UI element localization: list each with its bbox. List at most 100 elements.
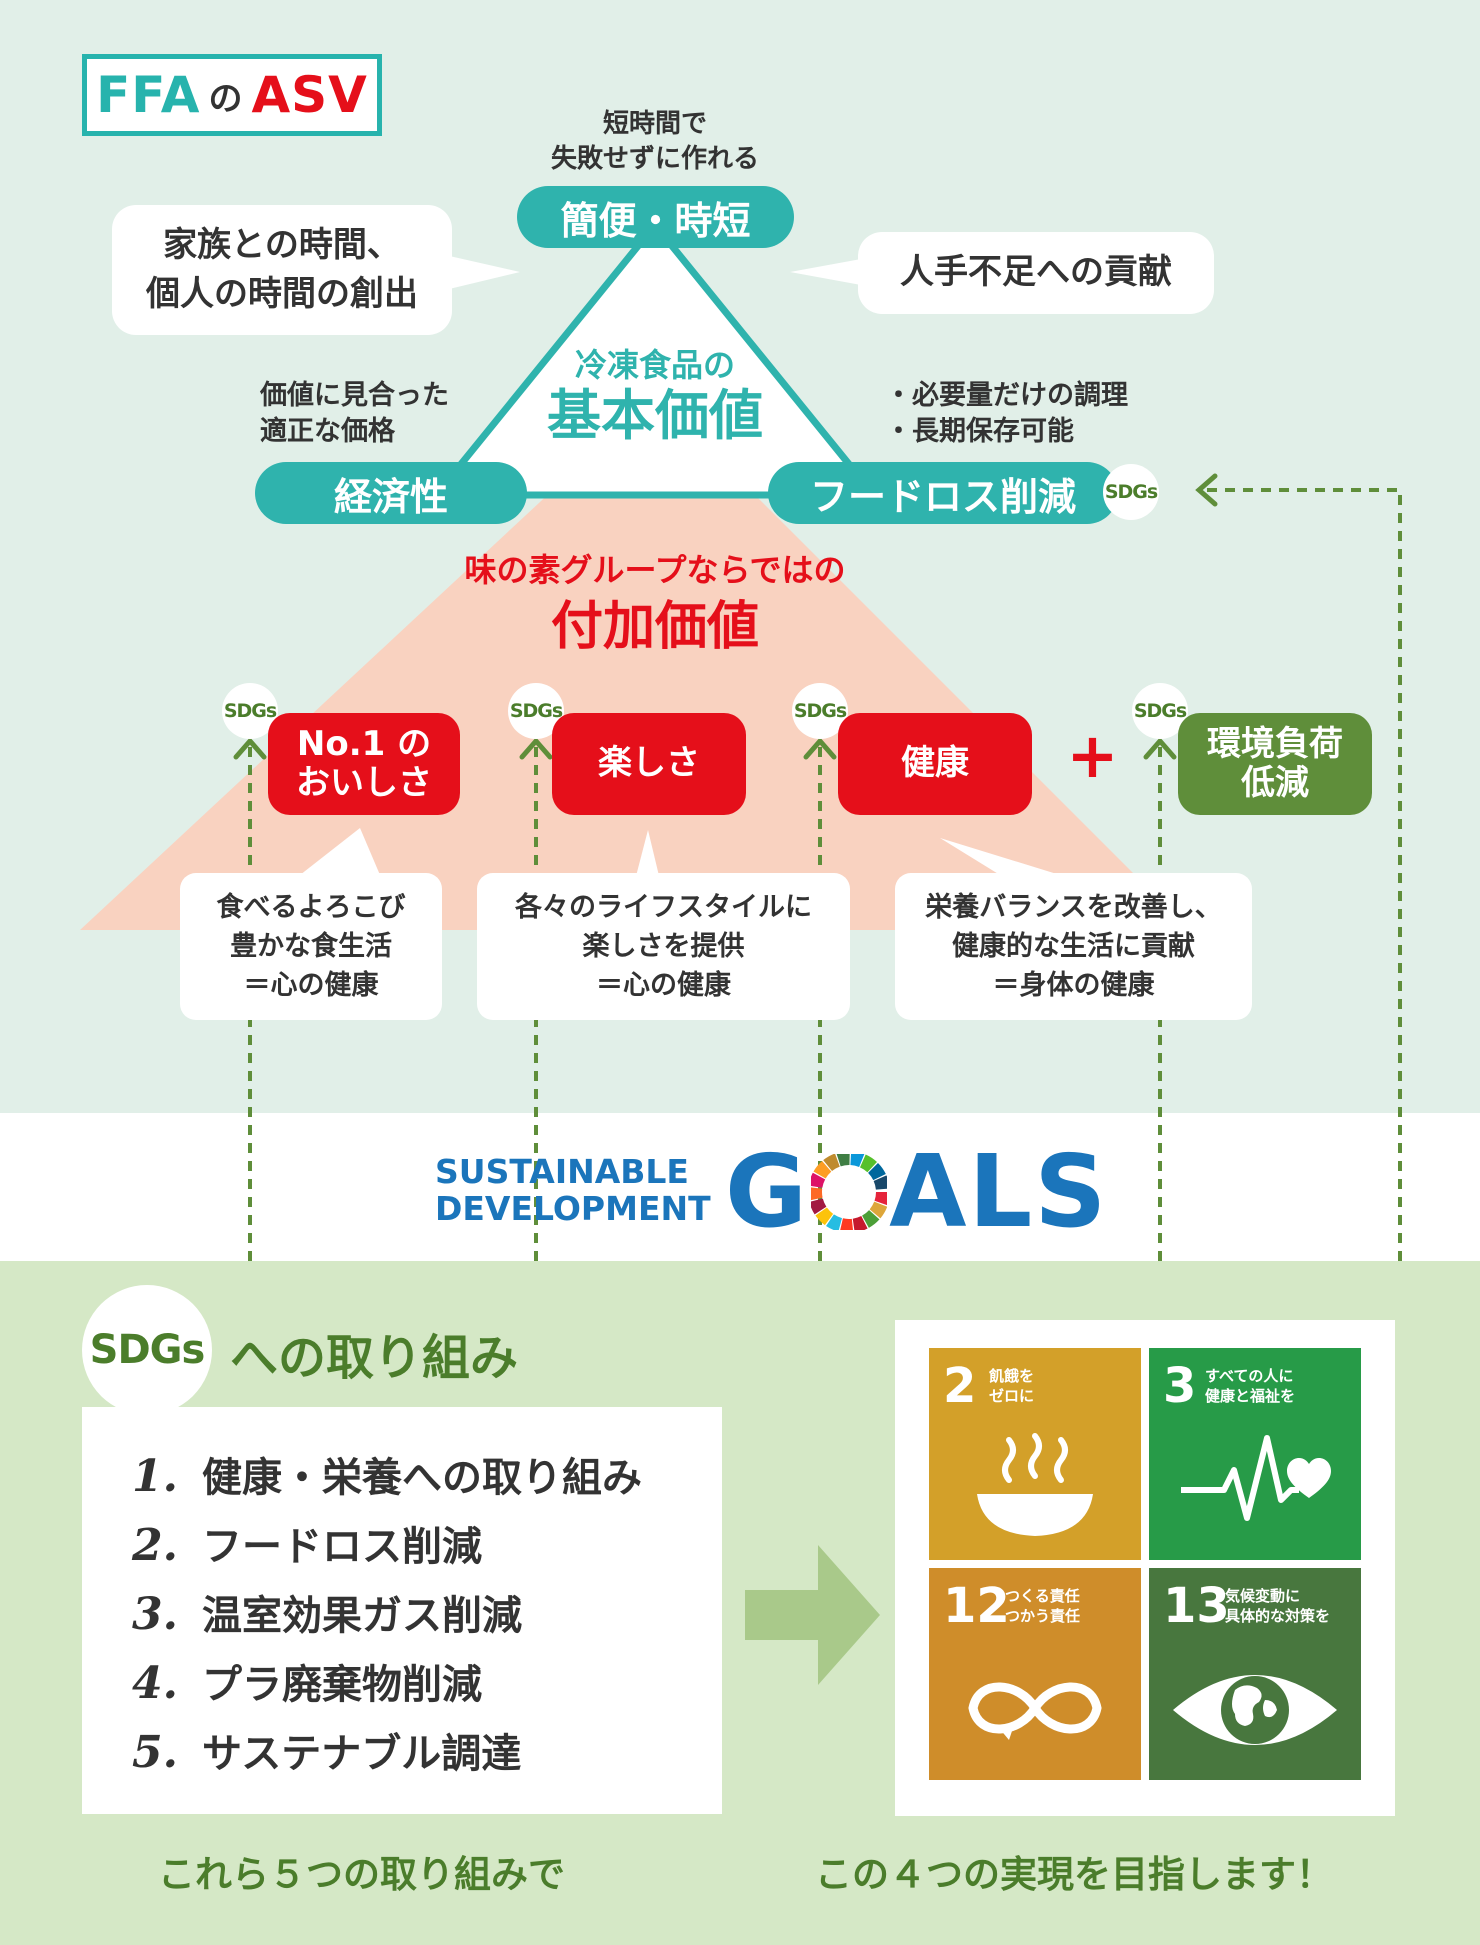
value-box-fun: 楽しさ xyxy=(552,713,746,815)
value-box-environment: 環境負荷 低減 xyxy=(1178,713,1372,815)
desc-health-line1: 栄養バランスを改善し、 xyxy=(925,891,1222,923)
sdgs-badge-food-loss: SDGs xyxy=(1103,464,1159,520)
sdg-tile-line2: 健康と福祉を xyxy=(1205,1387,1296,1406)
footer-right: この４つの実現を目指します！ xyxy=(815,1853,1333,1896)
sdg-tile-number: 2 xyxy=(943,1358,977,1414)
sdg-tile-line2: ゼロに xyxy=(989,1387,1035,1406)
desc-fun-line2: 楽しさを提供 xyxy=(582,930,745,962)
list-item: 2. フードロス削減 xyxy=(132,1514,482,1572)
bubble-tail-right xyxy=(790,257,872,287)
logo-goals-als: ALS xyxy=(889,1133,1109,1250)
list-item-number: 1. xyxy=(132,1451,178,1502)
list-item-text: 温室効果ガス削減 xyxy=(202,1593,522,1639)
desc-bubble-health: 栄養バランスを改善し、 健康的な生活に貢献 ＝身体の健康 xyxy=(895,873,1252,1020)
desc-taste-line1: 食べるよろこび xyxy=(216,891,406,923)
desc-health-line2: 健康的な生活に貢献 xyxy=(952,930,1195,962)
sdgs-heading: への取り組み xyxy=(230,1330,519,1386)
title-asv: ASV xyxy=(251,66,368,124)
bubble-labor: 人手不足への貢献 xyxy=(858,232,1214,314)
list-item-number: 4. xyxy=(132,1658,178,1709)
heartbeat-icon xyxy=(1181,1435,1331,1521)
triangle-line1: 冷凍食品の xyxy=(574,346,735,384)
value-box-taste: No.1 の おいしさ xyxy=(268,713,460,815)
logo-sustainable: SUSTAINABLE xyxy=(435,1152,689,1191)
list-item-number: 3. xyxy=(132,1589,178,1640)
list-item-text: フードロス削減 xyxy=(202,1524,482,1570)
right-note: ・必要量だけの調理 ・長期保存可能 xyxy=(885,378,1165,451)
title-ffa: FFA xyxy=(96,66,201,124)
triangle-label: 冷凍食品の 基本価値 xyxy=(520,340,790,445)
desc-tail-1 xyxy=(300,828,380,875)
top-note-line1: 短時間で xyxy=(602,109,707,139)
bowl-icon xyxy=(977,1433,1093,1536)
sdg-tile-line1: つくる責任 xyxy=(1005,1587,1080,1605)
sdg-tile-title: すべての人に 健康と福祉を xyxy=(1205,1366,1295,1407)
big-arrow xyxy=(745,1545,880,1685)
arrow-heads xyxy=(233,473,1218,760)
top-note-line2: 失敗せずに作れる xyxy=(550,144,759,175)
logo-development: DEVELOPMENT xyxy=(435,1189,711,1228)
sdg-tile-title: 気候変動に 具体的な対策を xyxy=(1225,1586,1330,1627)
logo-goals-word: G ALS xyxy=(725,1142,1108,1242)
desc-fun-line1: 各々のライフスタイルに xyxy=(515,891,812,923)
right-note-line1: ・必要量だけの調理 xyxy=(885,380,1128,411)
list-item: 1. 健康・栄養への取り組み xyxy=(132,1445,642,1503)
list-item: 3. 温室効果ガス削減 xyxy=(132,1583,522,1641)
desc-tail-2 xyxy=(635,830,660,880)
list-item-text: プラ廃棄物削減 xyxy=(202,1662,482,1708)
sdg-tile-line2: つかう責任 xyxy=(1005,1607,1081,1626)
sdg-tile-12: 12 つくる責任 つかう責任 xyxy=(929,1568,1141,1780)
sdg-tile-line1: 気候変動に xyxy=(1225,1587,1301,1605)
sdgs-heading-badge: SDGs xyxy=(82,1285,212,1415)
value-taste-line1: No.1 の xyxy=(296,723,432,764)
value-box-health: 健康 xyxy=(838,713,1032,815)
sdg-tile-2: 2 飢餓を ゼロに xyxy=(929,1348,1141,1560)
pill-economy: 経済性 xyxy=(255,462,527,524)
desc-tail-3 xyxy=(940,838,1060,875)
desc-bubble-fun: 各々のライフスタイルに 楽しさを提供 ＝心の健康 xyxy=(477,873,850,1020)
triangle-line2: 基本価値 xyxy=(547,384,763,447)
list-item: 5. サステナブル調達 xyxy=(132,1721,521,1779)
value-taste-line2: おいしさ xyxy=(296,763,432,803)
sdg-tile-title: つくる責任 つかう責任 xyxy=(1005,1586,1080,1627)
sdg-tile-title: 飢餓を ゼロに xyxy=(989,1366,1034,1407)
desc-health-line3: ＝身体の健康 xyxy=(992,970,1155,1002)
list-item-text: 健康・栄養への取り組み xyxy=(202,1455,642,1501)
list-item-number: 2. xyxy=(132,1520,178,1571)
sdg-tile-3: 3 すべての人に 健康と福祉を xyxy=(1149,1348,1361,1560)
desc-fun-line3: ＝心の健康 xyxy=(596,970,731,1002)
sdg-tile-number: 13 xyxy=(1163,1578,1230,1634)
list-item: 4. プラ廃棄物削減 xyxy=(132,1652,482,1710)
left-note-line1: 価値に見合った xyxy=(260,380,449,411)
infinity-icon xyxy=(968,1682,1102,1740)
bubble-family-time: 家族との時間、 個人の時間の創出 xyxy=(112,205,452,335)
left-note-line2: 適正な価格 xyxy=(260,416,395,448)
sdg-tile-13: 13 気候変動に 具体的な対策を xyxy=(1149,1568,1361,1780)
initiatives-list: 1. 健康・栄養への取り組み 2. フードロス削減 3. 温室効果ガス削減 4.… xyxy=(82,1407,722,1814)
bubble-tail-left xyxy=(445,255,520,290)
sdg-tile-line1: 飢餓を xyxy=(989,1367,1035,1385)
bubble-family-line2: 個人の時間の創出 xyxy=(146,274,418,314)
added-value-line2: 付加価値 xyxy=(550,597,759,657)
left-note: 価値に見合った 適正な価格 xyxy=(260,378,500,451)
goals-band xyxy=(0,1113,1480,1261)
sdg-wheel-icon xyxy=(811,1154,888,1230)
desc-taste-line3: ＝心の健康 xyxy=(243,970,379,1002)
sdgs-badge-3: SDGs xyxy=(792,683,848,739)
sdg-tile-line2: 具体的な対策を xyxy=(1225,1607,1331,1626)
top-note: 短時間で 失敗せずに作れる xyxy=(505,107,805,177)
sdgs-badge-1: SDGs xyxy=(222,683,278,739)
sdg-tiles-panel: 2 飢餓を ゼロに 3 すべての人に 健康と福祉を 12 つくる責任 xyxy=(895,1320,1395,1816)
sdg-tile-line1: すべての人に xyxy=(1205,1367,1294,1385)
list-item-text: サステナブル調達 xyxy=(202,1731,522,1777)
eye-globe-icon xyxy=(1173,1675,1337,1745)
pill-convenience: 簡便・時短 xyxy=(517,186,794,248)
plus-sign: + xyxy=(1066,719,1119,792)
right-note-line2: ・長期保存可能 xyxy=(885,416,1074,448)
env-line1: 環境負荷 xyxy=(1207,723,1343,764)
title-no: の xyxy=(208,78,244,119)
logo-goals-g: G xyxy=(725,1133,810,1250)
sdg-tile-number: 3 xyxy=(1163,1358,1197,1414)
env-line2: 低減 xyxy=(1241,763,1309,803)
desc-taste-line2: 豊かな食生活 xyxy=(230,930,392,962)
